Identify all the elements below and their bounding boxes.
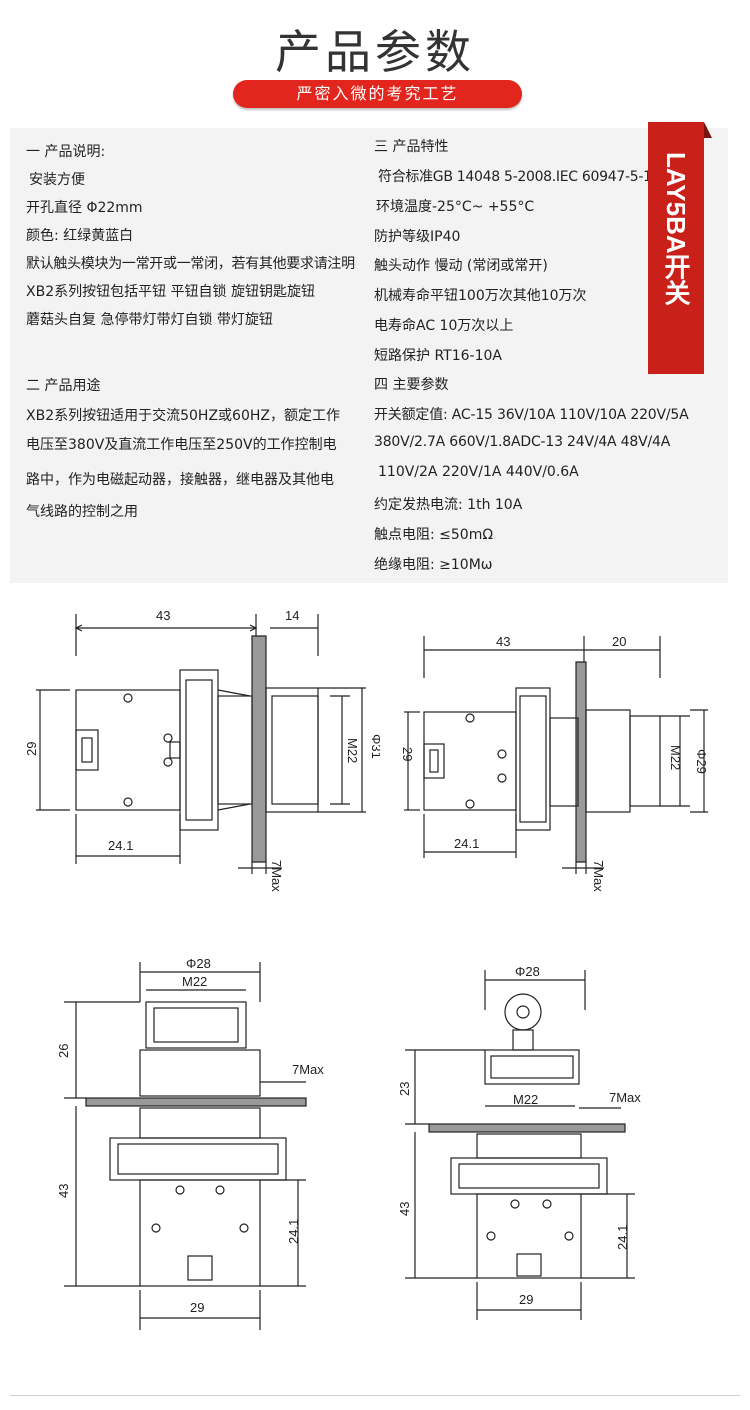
dim-29: 29	[190, 1300, 204, 1315]
dim-7max: 7Max	[591, 860, 606, 892]
dim-43: 43	[496, 634, 510, 649]
spec-line: 符合标准GB 14048 5-2008.IEC 60947-5-1	[378, 169, 652, 185]
spec-line: 电寿命AC 10万次以上	[374, 318, 514, 334]
dim-20: 20	[612, 634, 626, 649]
spec-line: 颜色: 红绿黄蓝白	[26, 228, 134, 244]
dim-d28: Φ28	[186, 956, 211, 971]
spec-line: 开孔直径 Φ22mm	[26, 200, 143, 216]
dim-d29: Φ29	[694, 749, 709, 774]
spec-line: 触点电阻: ≤50mΩ	[374, 527, 494, 543]
dim-m22: M22	[668, 745, 683, 770]
diagram-side-lamp: 43 20 29 M22 Φ29 24.1 7Max	[390, 622, 730, 902]
spec-line: 约定发热电流: 1th 10A	[374, 497, 523, 513]
model-tag-label: LAY5BA开关	[661, 152, 691, 306]
footer-divider	[10, 1395, 740, 1396]
spec-line: XB2系列按钮包括平钮 平钮自锁 旋钮钥匙旋钮	[26, 284, 316, 300]
subtitle-banner: 严密入微的考究工艺	[233, 80, 522, 108]
dim-7max: 7Max	[292, 1062, 324, 1077]
dim-24-1: 24.1	[286, 1219, 301, 1244]
dim-43: 43	[156, 608, 170, 623]
dim-29: 29	[400, 747, 415, 761]
dim-24-1: 24.1	[615, 1225, 630, 1250]
dim-m22: M22	[513, 1092, 538, 1107]
diagram-side-flat: 43 14 29 M22 Φ31 24.1 7Max	[20, 600, 380, 900]
spec-line: 气线路的控制之用	[26, 504, 138, 520]
dim-43: 43	[56, 1184, 71, 1198]
spec-line: XB2系列按钮适用于交流50HZ或60HZ，额定工作	[26, 408, 340, 424]
spec-panel: 一 产品说明: 安装方便 开孔直径 Φ22mm 颜色: 红绿黄蓝白 默认触头模块…	[10, 128, 728, 583]
dim-7max: 7Max	[269, 860, 284, 892]
dim-29: 29	[519, 1292, 533, 1307]
page-title: 产品参数	[275, 25, 475, 79]
dim-7max: 7Max	[609, 1090, 641, 1105]
diagram-front-flat: Φ28 M22 7Max 26 43 24.1 29	[40, 950, 330, 1340]
spec-line: 380V/2.7A 660V/1.8ADC-13 24V/4A 48V/4A	[374, 434, 671, 450]
dim-d28: Φ28	[515, 964, 540, 979]
spec-line: 默认触头模块为一常开或一常闭，若有其他要求请注明	[26, 256, 355, 272]
spec-line: 绝缘电阻: ≥10Mω	[374, 557, 493, 573]
dim-14: 14	[285, 608, 299, 623]
spec-line: 蘑菇头自复 急停带灯带灯自锁 带灯旋钮	[26, 312, 273, 328]
dim-24-1: 24.1	[454, 836, 479, 851]
model-tag: LAY5BA开关	[648, 122, 712, 374]
spec-line: 开关额定值: AC-15 36V/10A 110V/10A 220V/5A	[374, 407, 689, 423]
dim-29: 29	[24, 742, 39, 756]
dim-m22: M22	[182, 974, 207, 989]
spec-line: 短路保护 RT16-10A	[374, 348, 502, 364]
section-heading-params: 四 主要参数	[374, 377, 449, 393]
dim-24-1: 24.1	[108, 838, 133, 853]
section-heading-usage: 二 产品用途	[26, 378, 101, 394]
spec-line: 防护等级IP40	[374, 229, 461, 245]
spec-line: 电压至380V及直流工作电压至250V的工作控制电	[26, 437, 337, 453]
dim-23: 23	[397, 1082, 412, 1096]
spec-line: 触头动作 慢动 (常闭或常开)	[374, 258, 548, 274]
spec-line: 110V/2A 220V/1A 440V/0.6A	[378, 464, 579, 480]
section-heading-features: 三 产品特性	[374, 139, 449, 155]
diagram-front-key: Φ28 7Max M22 23 43 24.1 29	[385, 958, 675, 1328]
dim-43: 43	[397, 1202, 412, 1216]
spec-line: 安装方便	[29, 172, 85, 188]
spec-line: 机械寿命平钮100万次其他10万次	[374, 288, 587, 304]
section-heading-description: 一 产品说明:	[26, 144, 106, 160]
dim-m22: M22	[345, 738, 360, 763]
dim-26: 26	[56, 1044, 71, 1058]
spec-line: 环境温度-25°C~ +55°C	[376, 199, 535, 215]
dim-d31: Φ31	[369, 734, 380, 759]
spec-line: 路中，作为电磁起动器，接触器，继电器及其他电	[26, 472, 334, 488]
